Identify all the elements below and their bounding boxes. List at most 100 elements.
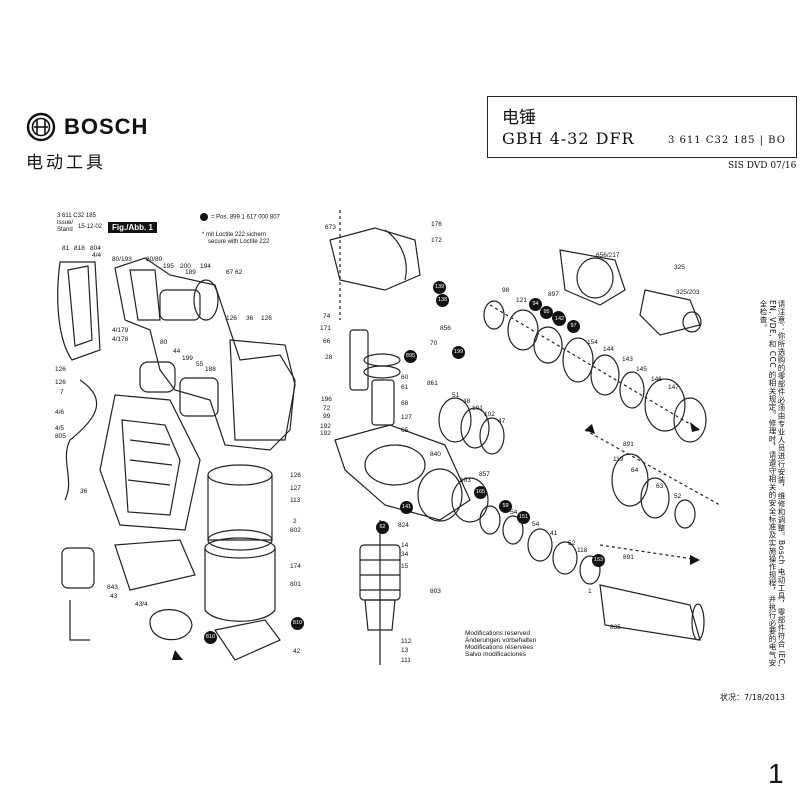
part-callout: 172 <box>431 237 442 244</box>
bosch-armature-icon <box>26 112 56 142</box>
circled-part-callout: 165 <box>474 486 487 499</box>
part-callout: 13 <box>401 647 409 654</box>
part-callout: 63 <box>656 483 664 490</box>
part-callout: 121 <box>516 297 527 304</box>
part-callout: 843 <box>107 584 118 591</box>
part-callout: 80/80 <box>146 256 163 263</box>
part-callout: 80 <box>160 339 168 346</box>
part-callout: 126 <box>226 315 237 322</box>
part-callout: 891 <box>623 554 634 561</box>
part-callout: 52 <box>568 540 576 547</box>
part-callout: 54 <box>532 521 540 528</box>
part-callout: 119 <box>613 456 624 463</box>
mod-line-de: Änderungen vorbehalten <box>465 637 537 644</box>
part-callout: 111 <box>401 657 411 664</box>
part-callout: 80/193 <box>112 256 132 263</box>
part-callout: 146 <box>651 376 662 383</box>
part-callout: 126 <box>55 366 66 373</box>
circled-part-callout: 895 <box>404 350 417 363</box>
circled-part-callout: 97 <box>567 320 580 333</box>
loctite-note-de: * mit Loctite 222 sichern <box>202 232 267 238</box>
part-callout: 112 <box>401 638 412 645</box>
part-callout: 861 <box>427 380 438 387</box>
part-callout: 15 <box>401 563 409 570</box>
part-callout: 54 <box>510 509 518 516</box>
part-callout: 118 <box>577 547 588 554</box>
part-callout: 192 <box>320 423 331 430</box>
part-callout: 70 <box>430 340 438 347</box>
part-callout: 171 <box>320 325 331 332</box>
loctite-note-en: secure with Loctite 222 <box>208 239 270 245</box>
circled-part-callout: 153 <box>592 554 605 567</box>
circled-part-callout: 138 <box>436 294 449 307</box>
part-callout: 60 <box>401 374 409 381</box>
brand-name: BOSCH <box>64 114 149 139</box>
product-title: 电锤 <box>502 108 536 128</box>
part-callout: 81 <box>62 245 70 252</box>
part-callout: 74 <box>323 313 331 320</box>
part-callout: 803 <box>430 588 441 595</box>
part-callout: 818 <box>74 245 85 252</box>
part-callout: 65 <box>401 427 409 434</box>
part-callout: 145 <box>636 366 647 373</box>
part-callout: 28 <box>325 354 333 361</box>
part-callout: 325/203 <box>676 289 700 296</box>
part-callout: 48 <box>463 398 471 405</box>
circled-part-callout: 59 <box>499 500 512 513</box>
part-callout: 127 <box>290 485 301 492</box>
part-callout: 126 <box>290 472 301 479</box>
part-callout: 7 <box>60 389 64 396</box>
part-callout: 325 <box>674 264 685 271</box>
part-callout: 176 <box>431 221 442 228</box>
part-callout: 174 <box>290 563 301 570</box>
brand-logo: BOSCH <box>26 112 148 142</box>
arrow-icon <box>172 422 700 660</box>
part-callout: 199 <box>182 355 193 362</box>
part-callout: 802 <box>290 527 301 534</box>
part-callout: 67 <box>226 269 234 276</box>
part-callout: 835 <box>610 624 621 631</box>
modifications-notice: Modifications reserved Änderungen vorbeh… <box>465 630 536 658</box>
circled-part-callout: 141 <box>400 501 413 514</box>
part-callout: 42 <box>293 648 301 655</box>
part-callout: 52 <box>674 493 682 500</box>
part-callout: 103 <box>460 477 471 484</box>
part-callout: 189 <box>185 269 196 276</box>
part-callout: 897 <box>548 291 559 298</box>
part-callout: 200 <box>180 263 191 270</box>
part-callout: 47 <box>498 418 506 425</box>
part-callout: 656/217 <box>596 252 620 259</box>
part-callout: 857 <box>479 471 490 478</box>
part-callout: 43/4 <box>135 601 148 608</box>
part-callout: 4/4 <box>92 252 102 259</box>
part-callout: 2 <box>293 518 297 525</box>
part-callout: 856 <box>440 325 451 332</box>
part-callout: 188 <box>205 366 216 373</box>
circled-part-callout: 95 <box>540 306 553 319</box>
part-callout: 126 <box>261 315 272 322</box>
circled-part-callout: 810 <box>291 617 304 630</box>
part-callout: 99 <box>323 413 331 420</box>
part-callout: 4/178 <box>112 336 129 343</box>
part-callout: 824 <box>398 522 409 529</box>
part-callout: 805 <box>55 433 66 440</box>
part-callout: 196 <box>321 396 332 403</box>
part-callout: 36 <box>246 315 254 322</box>
part-callout: 101 <box>472 405 483 412</box>
part-callout: 43 <box>110 593 118 600</box>
part-callout: 66 <box>323 338 331 345</box>
sheet-number: 3 611 C32 185 <box>57 213 96 219</box>
part-callout: 143 <box>622 356 633 363</box>
part-callout: 804 <box>90 245 101 252</box>
part-callout: 195 <box>163 263 174 270</box>
filled-circle-icon <box>200 213 208 221</box>
service-notice-vertical: 请注意：你所选购的零部件必须由专业人员进行安装，维修和调整。Bosch 电动工具… <box>759 300 786 668</box>
part-callout: 62 <box>235 269 243 276</box>
part-callout: 61 <box>401 384 409 391</box>
part-callout: 4/6 <box>55 409 65 416</box>
part-callout: 68 <box>401 400 409 407</box>
title-box: 电锤 GBH 4-32 DFR 3 611 C32 185 | BO <box>487 96 797 158</box>
issue-label: Issue/ <box>57 220 74 226</box>
circled-part-callout: 94 <box>529 298 542 311</box>
mod-line-es: Salvo modificaciones <box>465 651 527 658</box>
